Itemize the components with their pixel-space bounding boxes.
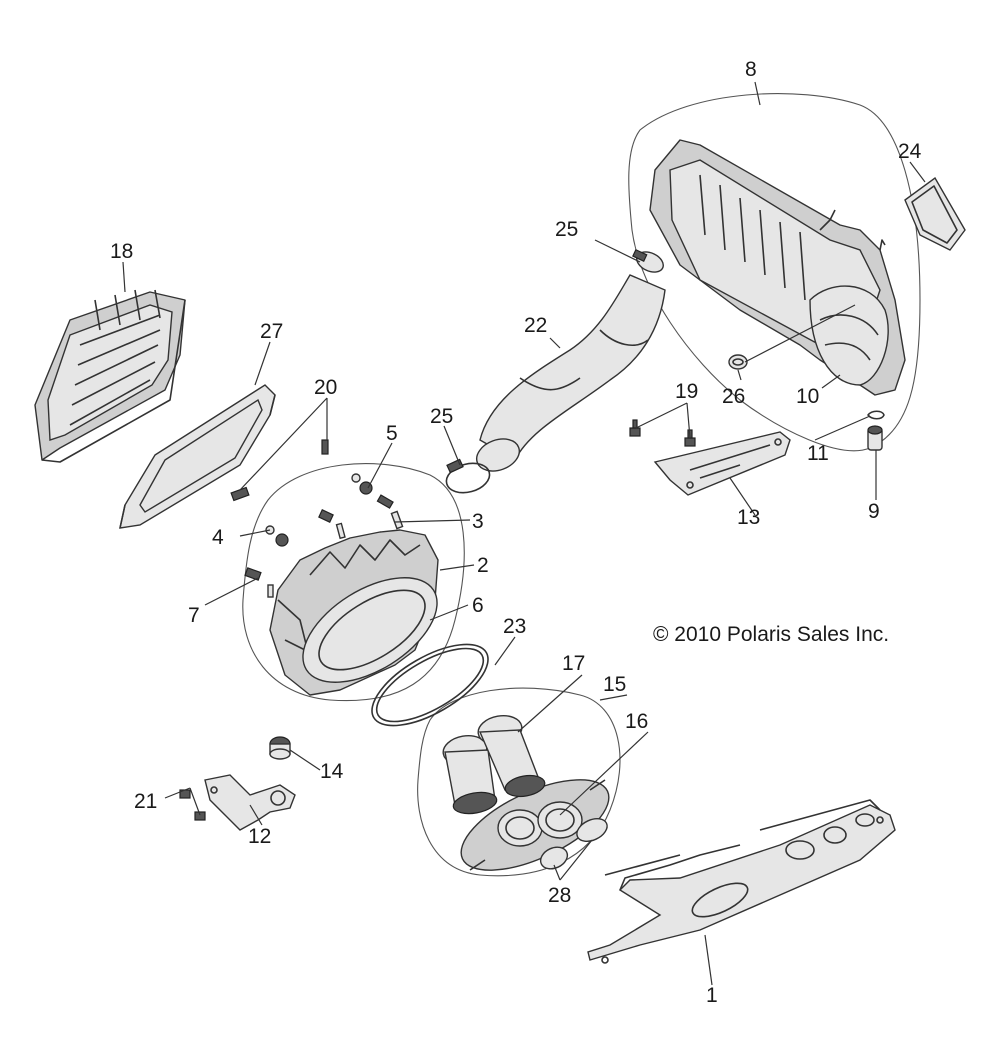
callout-7: 7 [188,604,200,627]
bolt-21-b [194,811,206,821]
callout-3: 3 [472,510,484,533]
copyright-text: © 2010 Polaris Sales Inc. [653,623,889,646]
callout-10: 10 [796,385,819,408]
group-outline-airbox [242,463,465,702]
callout-26: 26 [722,385,745,408]
callout-14: 14 [320,760,344,783]
callout-19: 19 [675,380,698,403]
clamp-lower-part [445,462,491,494]
callout-9: 9 [868,500,880,523]
nut-part [269,736,291,760]
ring-seal-part [371,643,489,727]
callout-28: 28 [548,884,571,907]
callout-25-upper: 25 [555,218,578,241]
callout-22: 22 [524,314,547,337]
callout-21: 21 [134,790,157,813]
callout-6: 6 [472,594,484,617]
callout-2: 2 [477,554,489,577]
callout-23: 23 [503,615,526,638]
leader-lines [122,81,926,986]
bolt-19-a [629,427,641,437]
duct-part [442,714,546,815]
clip-part [867,410,885,420]
callout-20: 20 [314,376,337,399]
clamp-28-b [576,817,608,843]
callout-18: 18 [110,240,133,263]
clamp-28-a [539,846,569,870]
callout-13: 13 [737,506,760,529]
callout-12: 12 [248,825,271,848]
hardware-screws [230,439,404,598]
small-seal-part [728,354,748,370]
airbox-bracket-part [204,774,296,831]
callout-11: 11 [807,442,829,465]
callout-5: 5 [386,422,398,445]
callout-15: 15 [603,673,626,696]
callout-24: 24 [898,140,922,163]
mounting-plate-part [587,799,896,964]
intake-tube-part [475,274,666,472]
oval-seal-part [302,577,438,683]
group-outline-outlet-plate [417,687,621,877]
silencer-bracket-part [653,431,791,496]
airbox-cover-part [34,289,186,463]
callout-8: 8 [745,58,757,81]
callout-27: 27 [260,320,283,343]
silencer-assembly-part [649,139,906,396]
air-filter-part [119,384,276,529]
callout-17: 17 [562,652,585,675]
callout-25-lower: 25 [430,405,453,428]
callout-4: 4 [212,526,224,549]
bolt-19-b [684,437,696,447]
callout-16: 16 [625,710,648,733]
outlet-plate-part [460,779,610,871]
callout-1: 1 [706,984,718,1007]
